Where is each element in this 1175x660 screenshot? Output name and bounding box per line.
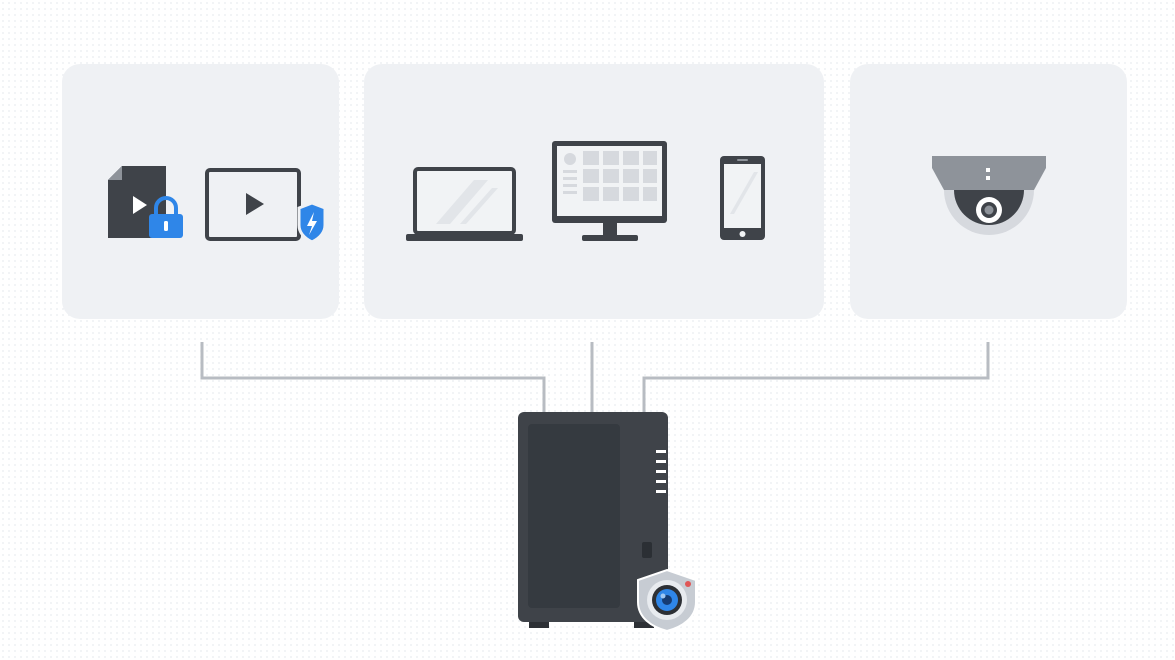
secure-media-panel xyxy=(62,64,339,319)
smartphone-icon xyxy=(720,156,765,240)
connector-secure-media xyxy=(200,342,546,412)
dome-camera-icon xyxy=(932,156,1046,235)
connector-surveillance xyxy=(642,342,990,412)
surveillance-station-badge-icon xyxy=(637,568,697,632)
surveillance-panel xyxy=(850,64,1127,319)
protected-video-player-icon xyxy=(205,168,327,244)
locked-video-file-icon xyxy=(108,166,183,238)
laptop-icon xyxy=(406,167,523,241)
client-devices-panel xyxy=(364,64,824,319)
desktop-monitor-icon xyxy=(552,141,667,241)
nas-server-icon xyxy=(518,412,668,628)
